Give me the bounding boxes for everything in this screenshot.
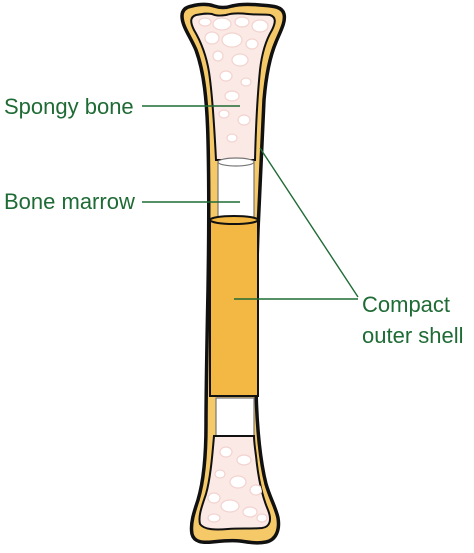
compact-outer-shell-label-line1: Compact xyxy=(362,292,450,317)
compact-band xyxy=(209,219,259,397)
compact-shell-leader-1 xyxy=(259,147,359,298)
bone-marrow-upper xyxy=(217,161,255,219)
bone-marrow-label: Bone marrow xyxy=(4,189,135,214)
spongy-bone-upper xyxy=(190,12,276,161)
bone-marrow-lower xyxy=(215,397,255,437)
compact-outer-shell-label-line2: outer shell xyxy=(362,323,464,348)
spongy-bone-label: Spongy bone xyxy=(4,94,134,119)
